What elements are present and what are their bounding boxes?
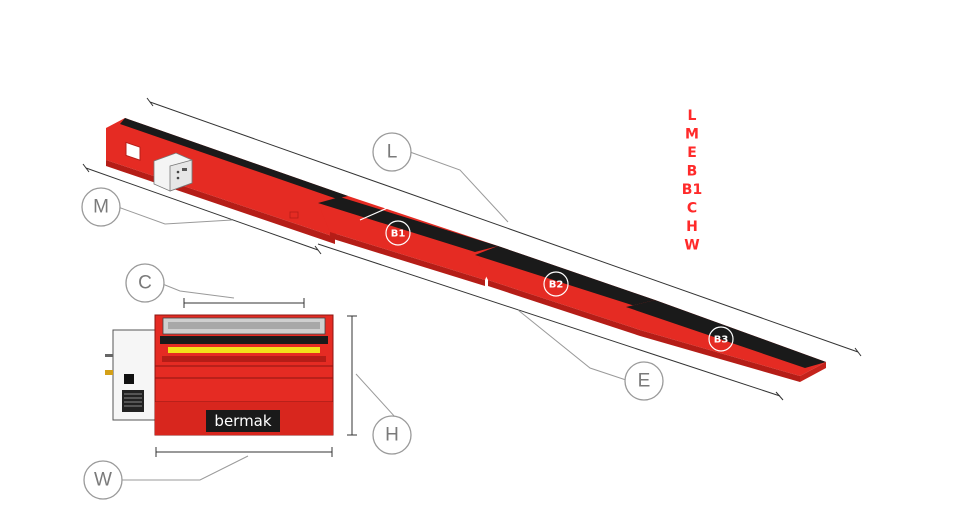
dimension-line-m <box>85 167 319 251</box>
dimension-line-e <box>317 243 781 397</box>
section-marker-b1: B1 <box>385 220 411 246</box>
legend-item-c: C <box>687 201 697 217</box>
callout-h: H <box>372 415 412 455</box>
section-marker-b2: B2 <box>543 271 569 297</box>
brand-logo: bermak <box>206 410 280 432</box>
legend-item-l: L <box>688 108 697 124</box>
callout-label-m: M <box>93 197 109 218</box>
callout-label-c: C <box>138 273 152 294</box>
control-box <box>153 152 193 192</box>
conveyor-front-view: bermak <box>105 298 357 457</box>
legend-item-b1: B1 <box>682 182 702 198</box>
side-cabinet <box>105 329 158 421</box>
dimension-line-l <box>149 101 859 353</box>
legend-item-e: E <box>687 145 697 161</box>
callout-label-h: H <box>385 425 399 446</box>
callout-label-l: L <box>387 142 398 163</box>
legend-item-w: W <box>684 238 699 254</box>
section-marker-b3: B3 <box>708 326 734 352</box>
callout-label-w: W <box>94 470 112 491</box>
conveyor-base-section <box>106 118 348 237</box>
callout-label-e: E <box>638 371 651 392</box>
callout-m: M <box>81 187 121 227</box>
section-label-b2: B2 <box>549 280 564 291</box>
callout-c: C <box>125 263 165 303</box>
section-label-b3: B3 <box>714 335 729 346</box>
callout-l: L <box>372 132 412 172</box>
callout-e: E <box>624 361 664 401</box>
section-label-b1: B1 <box>391 229 406 240</box>
callout-w: W <box>83 460 123 500</box>
legend-item-b: B <box>687 164 698 180</box>
conveyor-side-view <box>82 97 862 401</box>
legend-item-h: H <box>686 219 698 235</box>
brand-text: bermak <box>214 412 271 430</box>
legend-item-m: M <box>685 127 699 143</box>
